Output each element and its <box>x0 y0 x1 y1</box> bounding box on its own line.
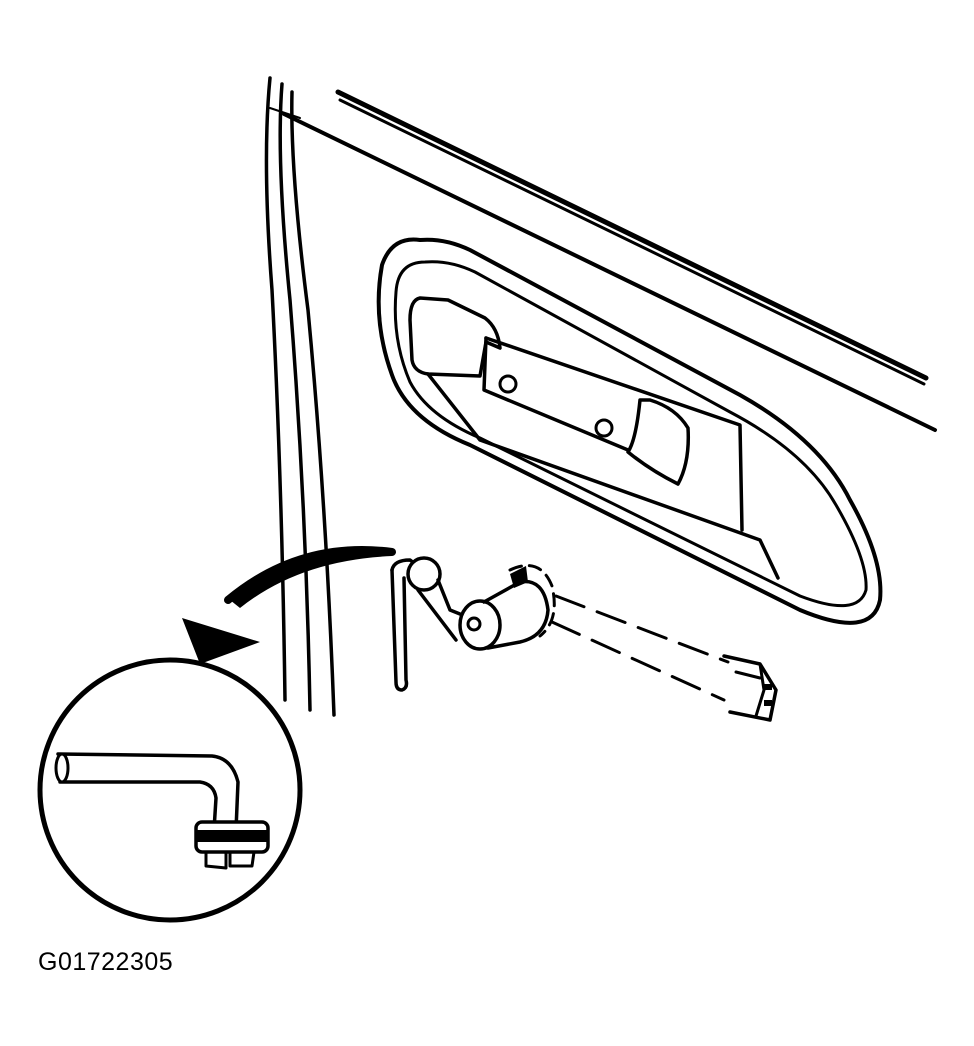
figure-id-label: G01722305 <box>38 948 174 976</box>
door-frame-pillar <box>264 76 336 717</box>
handle-bezel <box>376 237 883 625</box>
lock-rod <box>390 558 420 692</box>
detail-inset <box>37 657 303 923</box>
pointer-arrow <box>182 546 396 664</box>
alignment-dashed-lines <box>550 594 730 702</box>
handle-recess <box>408 296 780 580</box>
handle-clip <box>722 654 778 722</box>
lock-cylinder <box>406 556 556 651</box>
door-panel-edge <box>269 89 937 432</box>
